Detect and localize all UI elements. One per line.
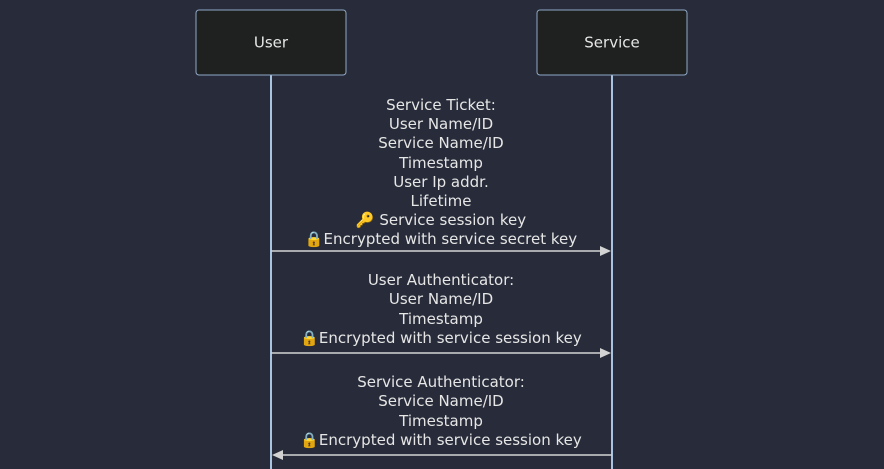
message-line: 🔒Encrypted with service session key <box>300 431 582 449</box>
message-line: Lifetime <box>411 192 472 210</box>
arrow-right-icon <box>600 246 611 256</box>
message-line: 🔒Encrypted with service session key <box>300 329 582 347</box>
actor-service[interactable]: Service <box>536 9 688 76</box>
message-service-ticket: Service Ticket: User Name/ID Service Nam… <box>271 96 611 256</box>
message-line: Service Authenticator: <box>357 373 525 391</box>
message-line: 🔒Encrypted with service secret key <box>305 230 577 248</box>
actor-user[interactable]: User <box>195 9 347 76</box>
message-line: User Ip addr. <box>393 173 488 191</box>
message-line: Timestamp <box>398 154 483 172</box>
arrow-right-icon <box>600 348 611 358</box>
message-line: Timestamp <box>398 310 483 328</box>
message-service-authenticator: Service Authenticator: Service Name/ID T… <box>272 373 612 460</box>
message-line: Service Name/ID <box>378 392 504 410</box>
message-line: User Name/ID <box>389 115 493 133</box>
arrow-left-icon <box>272 450 283 460</box>
actor-service-label: Service <box>584 34 639 52</box>
message-line: User Name/ID <box>389 290 493 308</box>
message-line: Service Ticket: <box>386 96 496 114</box>
message-line: 🔑 Service session key <box>356 210 526 229</box>
message-line: User Authenticator: <box>368 271 514 289</box>
message-user-authenticator: User Authenticator: User Name/ID Timesta… <box>271 271 611 358</box>
message-line: Timestamp <box>398 412 483 430</box>
actor-service-box <box>536 9 688 76</box>
actor-user-label: User <box>254 34 289 52</box>
message-line: Service Name/ID <box>378 134 504 152</box>
actor-user-box <box>195 9 347 76</box>
